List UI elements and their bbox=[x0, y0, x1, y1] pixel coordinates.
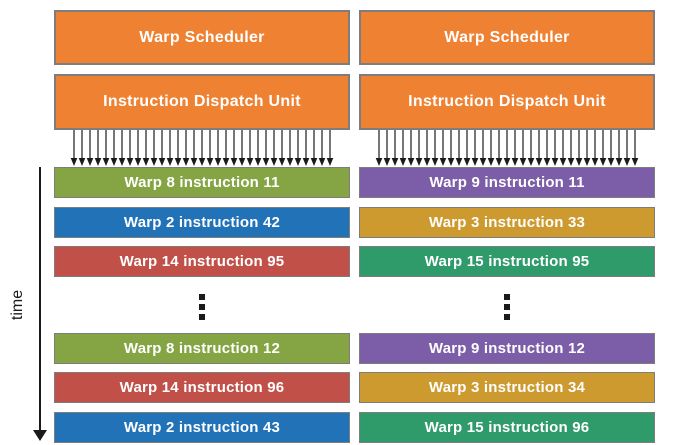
dispatch-arrows-icon bbox=[375, 130, 639, 166]
instruction-slot-label: Warp 15 instruction 95 bbox=[424, 253, 590, 270]
instruction-slot-label: Warp 8 instruction 12 bbox=[123, 340, 281, 357]
instruction-slot-label: Warp 14 instruction 96 bbox=[119, 379, 285, 396]
instruction-slot-label: Warp 8 instruction 11 bbox=[124, 174, 280, 191]
time-axis-arrowhead-icon bbox=[33, 430, 47, 441]
time-axis-label: time bbox=[9, 289, 26, 321]
dispatch-arrows-icon bbox=[70, 130, 334, 166]
time-axis-line bbox=[39, 167, 41, 431]
scheduler-column-right: Warp Scheduler Instruction Dispatch Unit… bbox=[359, 0, 655, 445]
warp-scheduler-label: Warp Scheduler bbox=[444, 28, 570, 46]
instruction-slot: Warp 3 instruction 34 bbox=[359, 372, 655, 403]
instruction-slot: Warp 8 instruction 12 bbox=[54, 333, 350, 364]
warp-scheduler-box: Warp Scheduler bbox=[54, 10, 350, 65]
instruction-slot: Warp 2 instruction 43 bbox=[54, 412, 350, 443]
scheduler-column-left: Warp Scheduler Instruction Dispatch Unit… bbox=[54, 0, 350, 445]
instruction-slot-label: Warp 9 instruction 11 bbox=[429, 174, 585, 191]
time-axis: time bbox=[0, 0, 54, 445]
instruction-slot-label: Warp 3 instruction 33 bbox=[428, 214, 586, 231]
instruction-slot-label: Warp 3 instruction 34 bbox=[428, 379, 586, 396]
ellipsis-icon bbox=[54, 294, 350, 320]
warp-scheduler-box: Warp Scheduler bbox=[359, 10, 655, 65]
instruction-slot: Warp 14 instruction 95 bbox=[54, 246, 350, 277]
instruction-slot: Warp 2 instruction 42 bbox=[54, 207, 350, 238]
instruction-dispatch-unit-label: Instruction Dispatch Unit bbox=[103, 93, 301, 110]
instruction-slot-label: Warp 14 instruction 95 bbox=[119, 253, 285, 270]
instruction-slot: Warp 8 instruction 11 bbox=[54, 167, 350, 198]
instruction-slot-label: Warp 15 instruction 96 bbox=[424, 419, 590, 436]
ellipsis-icon bbox=[359, 294, 655, 320]
warp-scheduler-label: Warp Scheduler bbox=[139, 28, 265, 46]
instruction-slot-label: Warp 9 instruction 12 bbox=[428, 340, 586, 357]
instruction-slot-label: Warp 2 instruction 42 bbox=[123, 214, 281, 231]
instruction-slot: Warp 15 instruction 96 bbox=[359, 412, 655, 443]
instruction-dispatch-unit-box: Instruction Dispatch Unit bbox=[54, 74, 350, 130]
instruction-slot: Warp 9 instruction 12 bbox=[359, 333, 655, 364]
instruction-dispatch-unit-box: Instruction Dispatch Unit bbox=[359, 74, 655, 130]
instruction-slot: Warp 15 instruction 95 bbox=[359, 246, 655, 277]
instruction-dispatch-unit-label: Instruction Dispatch Unit bbox=[408, 93, 606, 110]
instruction-slot-label: Warp 2 instruction 43 bbox=[123, 419, 281, 436]
instruction-slot: Warp 3 instruction 33 bbox=[359, 207, 655, 238]
instruction-slot: Warp 14 instruction 96 bbox=[54, 372, 350, 403]
instruction-slot: Warp 9 instruction 11 bbox=[359, 167, 655, 198]
